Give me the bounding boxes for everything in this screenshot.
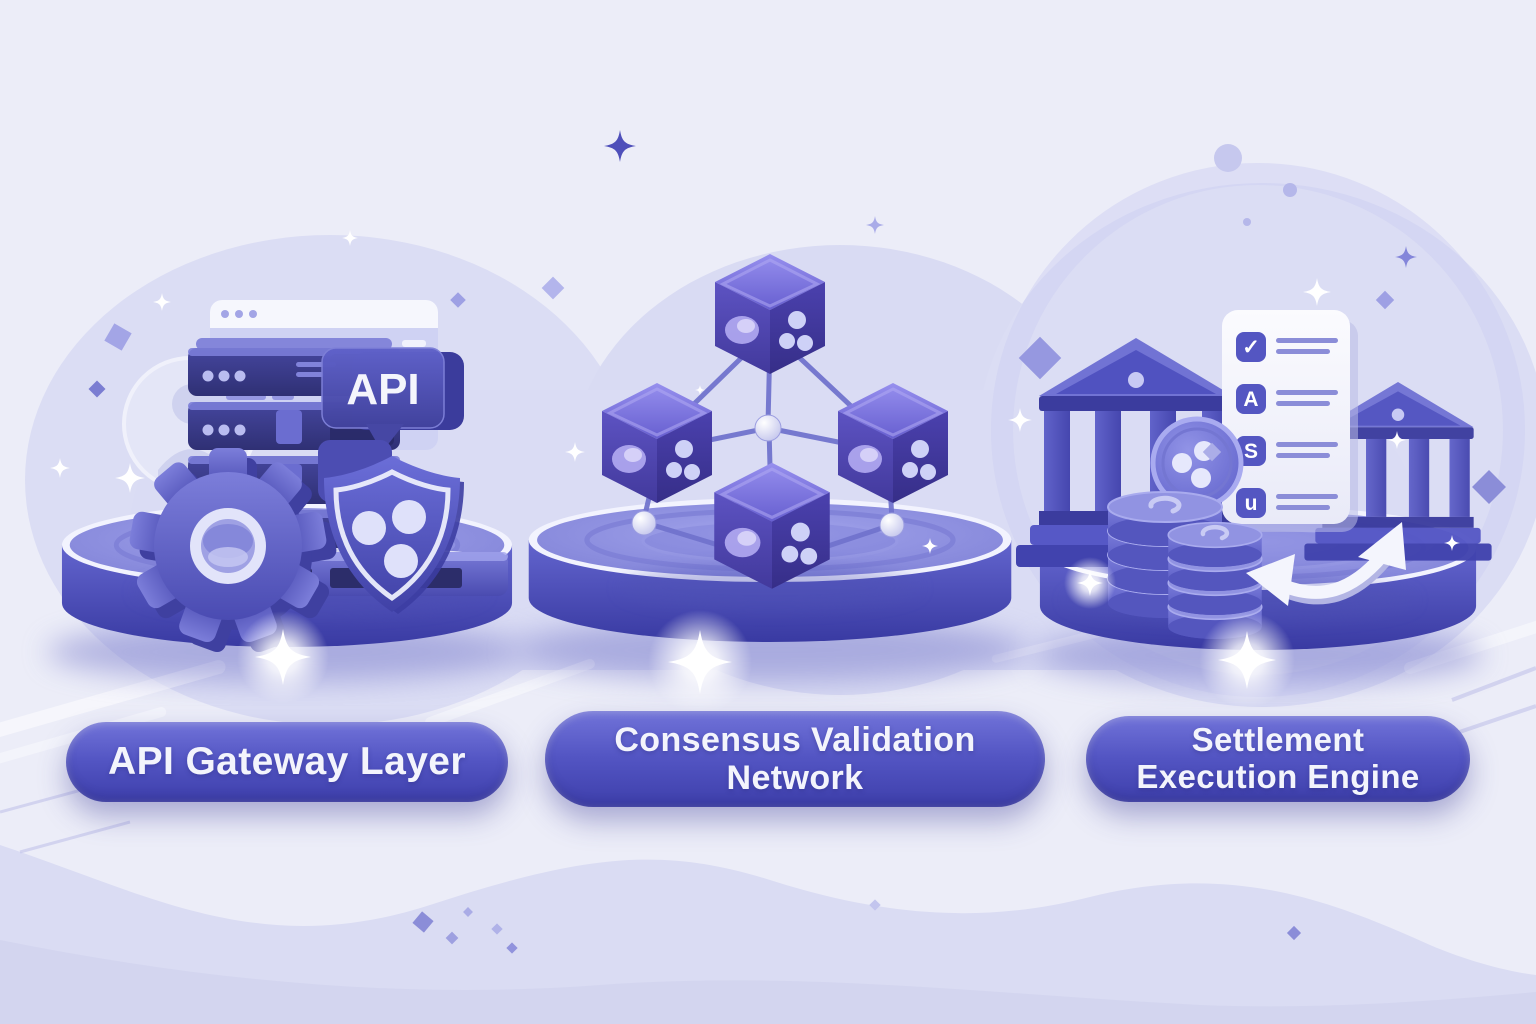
checklist-check-icon: ✓ bbox=[1242, 336, 1260, 359]
background-wave bbox=[0, 845, 1536, 1024]
label-text: Consensus Validation Network bbox=[614, 720, 976, 797]
gear-icon bbox=[128, 448, 338, 655]
checklist-icon: ✓ A S u bbox=[1222, 310, 1358, 532]
sparkles bbox=[50, 130, 1506, 954]
label-settlement-execution-engine: Settlement Execution Engine bbox=[1086, 716, 1470, 802]
checklist-a-icon: A bbox=[1243, 388, 1258, 411]
background-wave-2 bbox=[0, 940, 1536, 1024]
label-api-gateway-layer: API Gateway Layer bbox=[66, 722, 508, 802]
checklist-row: u bbox=[1236, 488, 1338, 518]
label-consensus-validation-network: Consensus Validation Network bbox=[545, 711, 1045, 807]
coin-stack-icon bbox=[1167, 521, 1263, 640]
checklist-u-icon: u bbox=[1245, 492, 1258, 515]
api-speech-bubble-icon: API bbox=[321, 347, 464, 452]
api-badge-text: API bbox=[346, 365, 419, 414]
checklist-row: A bbox=[1236, 384, 1338, 414]
scene-api-gateway: API bbox=[122, 300, 508, 655]
checklist-s-icon: S bbox=[1244, 440, 1258, 463]
transfer-arrow-icon bbox=[1246, 522, 1406, 606]
scene-settlement: ✓ A S u bbox=[1016, 310, 1492, 640]
label-text: Settlement Execution Engine bbox=[1136, 721, 1420, 795]
xrp-logo bbox=[352, 500, 426, 578]
checklist-row: ✓ bbox=[1236, 332, 1338, 362]
checklist-row: S bbox=[1236, 436, 1338, 466]
shield-xrp-icon bbox=[324, 456, 464, 614]
scene-consensus-network bbox=[600, 252, 950, 610]
label-text: API Gateway Layer bbox=[108, 740, 466, 784]
coin-stack-icon bbox=[1107, 491, 1223, 619]
network-node-icon bbox=[631, 414, 905, 538]
